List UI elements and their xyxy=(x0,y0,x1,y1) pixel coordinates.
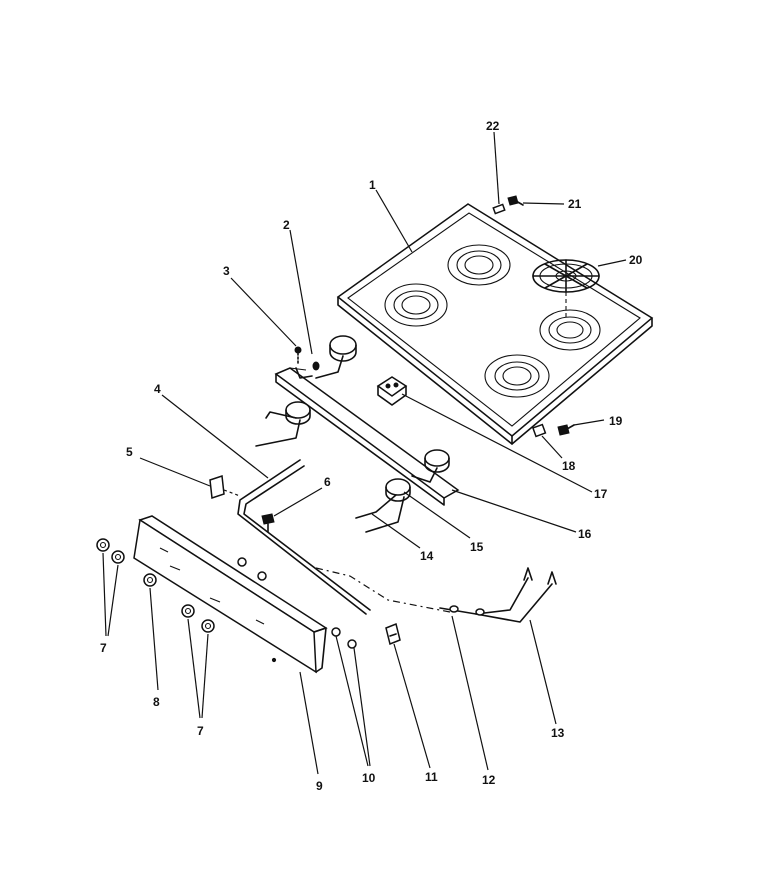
callout-19: 19 xyxy=(609,414,623,428)
control-knob xyxy=(181,604,195,618)
callout-7: 7 xyxy=(197,724,204,738)
burner-rear-right xyxy=(411,449,450,483)
callout-1: 1 xyxy=(369,178,376,192)
control-knob xyxy=(201,619,215,633)
callout-8: 8 xyxy=(153,695,160,709)
callout-3: 3 xyxy=(223,264,230,278)
callout-labels: 1 2 3 4 5 6 7 7 8 9 10 11 12 13 14 15 16… xyxy=(100,119,643,793)
callout-11: 11 xyxy=(425,770,438,784)
leader-lines xyxy=(102,131,627,775)
callout-2: 2 xyxy=(283,218,290,232)
burner-grate xyxy=(532,259,600,318)
control-panel xyxy=(133,515,328,674)
callout-20: 20 xyxy=(629,253,643,267)
clip-11 xyxy=(385,622,401,646)
burner-front-right xyxy=(355,478,411,533)
control-knob xyxy=(111,550,125,564)
gas-manifold-tube xyxy=(237,459,371,615)
callout-10: 10 xyxy=(362,771,376,785)
callout-17: 17 xyxy=(594,487,608,501)
callout-21: 21 xyxy=(568,197,582,211)
control-knob xyxy=(143,573,157,587)
screw-2 xyxy=(312,361,320,371)
callout-4: 4 xyxy=(154,382,161,396)
callout-18: 18 xyxy=(562,459,576,473)
screw-21 xyxy=(507,195,524,206)
callout-7: 7 xyxy=(100,641,107,655)
callout-15: 15 xyxy=(470,540,484,554)
manifold-bracket xyxy=(209,474,241,500)
cooktop-main-top xyxy=(336,203,654,445)
burner-bracket xyxy=(274,367,460,506)
screw-3 xyxy=(294,346,302,365)
clip-18 xyxy=(531,423,547,438)
screw-19 xyxy=(557,424,575,436)
callout-5: 5 xyxy=(126,445,133,459)
burner-rear-left xyxy=(315,335,357,379)
control-knob xyxy=(96,538,110,552)
screw-6 xyxy=(261,513,275,533)
callout-22: 22 xyxy=(486,119,500,133)
callout-9: 9 xyxy=(316,779,323,793)
callout-6: 6 xyxy=(324,475,331,489)
callout-16: 16 xyxy=(578,527,592,541)
callout-13: 13 xyxy=(551,726,565,740)
burner-front-left xyxy=(255,401,311,447)
gas-supply-tube xyxy=(315,567,557,623)
gas-valves xyxy=(237,557,357,649)
clip-22 xyxy=(492,203,506,215)
igniter-module xyxy=(376,376,408,406)
callout-12: 12 xyxy=(482,773,496,787)
callout-14: 14 xyxy=(420,549,434,563)
